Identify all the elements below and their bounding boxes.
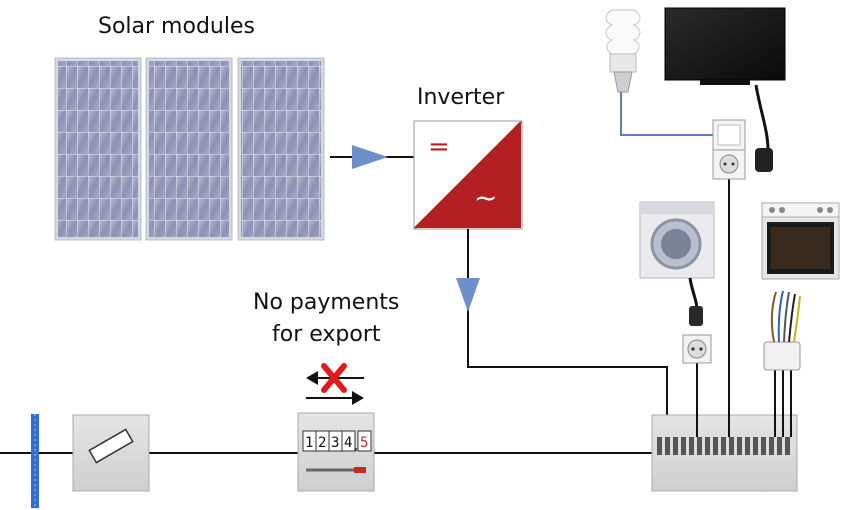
- oven: [761, 202, 840, 280]
- for-export-label: for export: [272, 322, 381, 347]
- meter-separator: ,: [354, 439, 358, 454]
- light-wire: [620, 92, 715, 136]
- ac-symbol: ~: [474, 181, 497, 214]
- solar-panel: [145, 57, 233, 241]
- flow-arrow-down: [456, 278, 480, 312]
- wall-socket: [682, 334, 712, 364]
- solar-panel: [237, 57, 325, 241]
- light-bulb: [605, 9, 641, 93]
- blocked-x-icon: [321, 363, 347, 393]
- flow-arrow-right: [352, 145, 388, 169]
- solar-modules-label: Solar modules: [98, 14, 255, 39]
- solar-panel: [54, 57, 142, 241]
- meter-digit: 2: [318, 435, 326, 451]
- dc-symbol: =: [428, 132, 450, 162]
- electricity-meter: 1 2 3 4 , 5: [297, 412, 375, 492]
- meter-digit: 4: [344, 435, 352, 451]
- television: [664, 7, 786, 172]
- main-fuse: [72, 414, 150, 492]
- inverter-label: Inverter: [417, 85, 505, 110]
- export-blocked-indicator: [306, 363, 364, 405]
- solar-modules: [54, 57, 325, 241]
- meter-decimal: 5: [360, 435, 368, 451]
- distribution-board: [651, 414, 798, 492]
- meter-digit: 3: [331, 435, 339, 451]
- no-payments-label: No payments: [253, 290, 400, 315]
- switch-socket-combo: [712, 119, 746, 180]
- inverter: = ~: [413, 120, 523, 230]
- inverter-to-distribution-flow: [456, 229, 668, 437]
- panel-to-inverter-flow: [330, 145, 414, 169]
- meter-digit: 1: [305, 435, 313, 451]
- junction-box: [763, 290, 801, 371]
- washing-machine: [639, 201, 715, 326]
- load-wiring: [696, 178, 792, 437]
